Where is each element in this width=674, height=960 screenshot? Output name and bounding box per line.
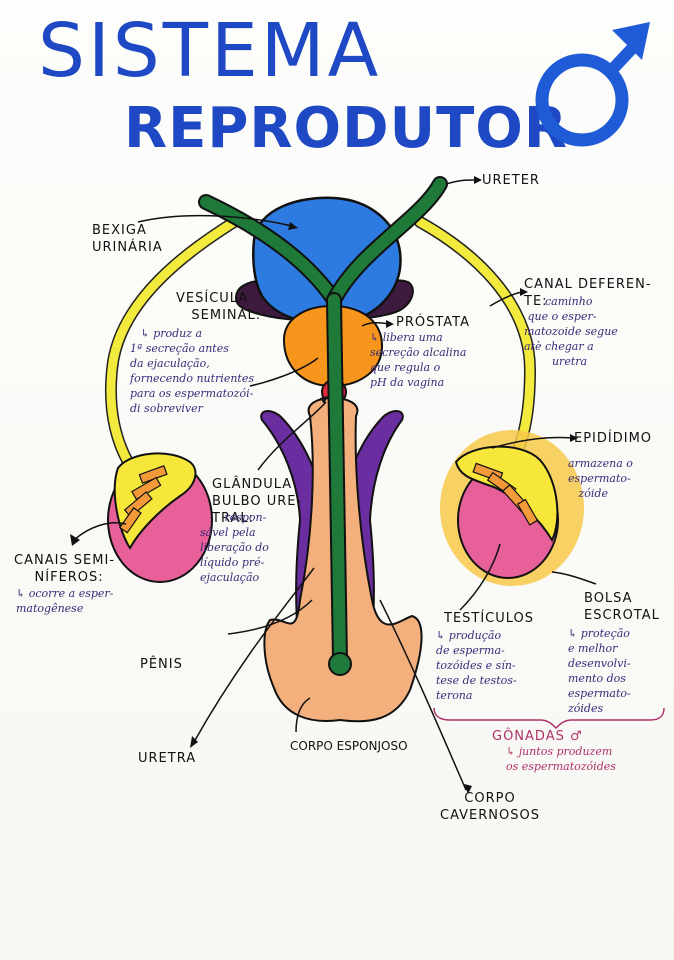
note-glandula: respon- sável pela liberação do líquido … (200, 511, 269, 584)
label-gonadas: GÔNADAS ♂ (492, 729, 583, 744)
label-corpo-esponjoso: CORPO ESPONJOSO (290, 739, 408, 753)
note-bolsa-escrotal: ↳ proteção e melhor desenvolvi- mento do… (568, 627, 631, 715)
label-epididimo: EPIDÍDIMO (574, 431, 653, 446)
note-vesicula: ↳ produz a 1ª secreção antes da ejaculaç… (130, 327, 254, 415)
ureters-urethra (198, 176, 448, 676)
label-ureter: URETER (482, 173, 540, 188)
title-line-1: SISTEMA (38, 8, 382, 94)
male-symbol-icon (535, 22, 650, 147)
note-canais-seminiferos: ↳ ocorre a esper- matogênese (16, 587, 114, 615)
label-canal-deferente: CANAL DEFEREN- TE: (524, 277, 652, 309)
label-bexiga: BEXIGA URINÁRIA (92, 223, 163, 255)
arrow-heads (70, 176, 578, 794)
seminiferous-tubules-right (472, 462, 539, 526)
label-glandula: GLÂNDULA BULBO URE- TRAL: (212, 477, 303, 526)
scrotum-left (107, 452, 213, 583)
label-testiculos: TESTÍCULOS (444, 611, 535, 626)
label-canais-seminiferos: CANAIS SEMI- NÍFEROS: (14, 553, 116, 585)
note-prostata: ↳ libera uma secreção alcalina que regul… (370, 331, 467, 389)
label-prostata: PRÓSTATA (396, 315, 470, 330)
label-penis: PÊNIS (140, 657, 183, 672)
note-gonadas: ↳ juntos produzem os espermatozóides (506, 745, 616, 773)
label-bolsa-escrotal: BOLSA ESCROTAL (584, 591, 660, 623)
label-uretra: URETRA (138, 751, 197, 766)
gonadas-bracket (433, 707, 665, 730)
pointer-arrows (73, 179, 597, 791)
label-vesicula: VESÍCULA SEMINAL: (176, 291, 262, 323)
note-canal-deferente: caminho que o esper- matozoide segue atè… (524, 295, 618, 368)
note-testiculos: ↳ produção de esperma- tozóides e sín- t… (436, 629, 517, 702)
label-corpo-cavernosos: CORPO CAVERNOSOS (440, 791, 540, 823)
scrotum-right (440, 430, 584, 586)
seminiferous-tubules-left (119, 465, 168, 534)
title-line-2: REPRODUTOR (124, 96, 569, 161)
note-epididimo: armazena o espermato- zóide (568, 457, 633, 500)
